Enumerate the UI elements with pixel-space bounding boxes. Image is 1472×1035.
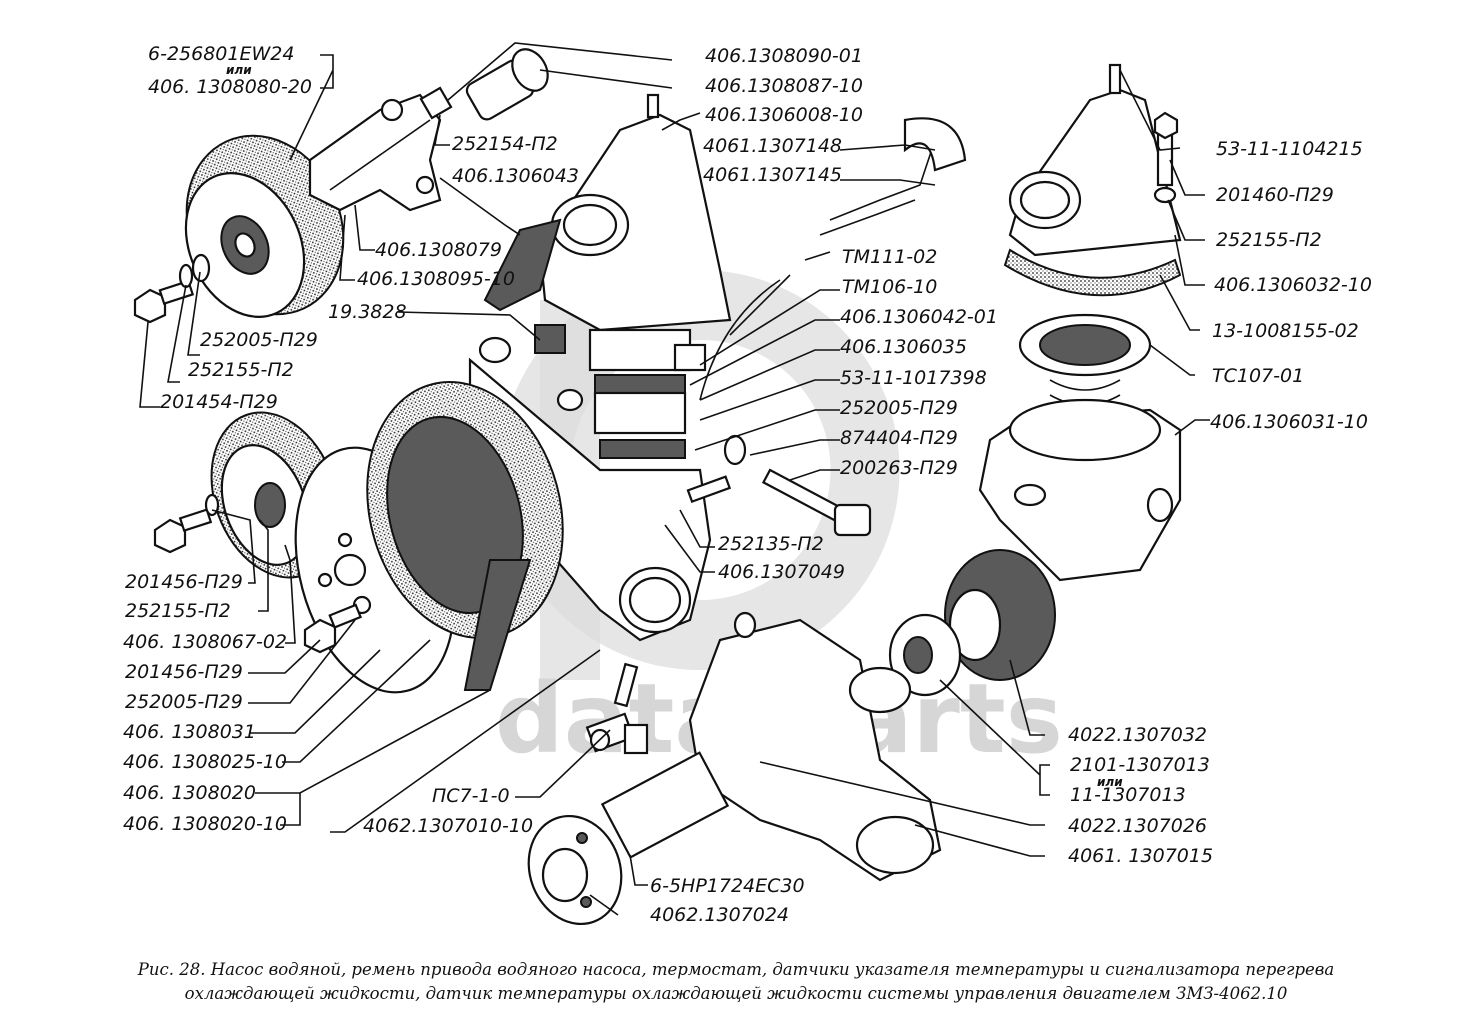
bolt-small-top [419,86,453,120]
part-label: 874404-П29 [840,427,958,449]
part-label: 406. 1308067-02 [123,631,287,653]
caption-line-1: Рис. 28. Насос водяной, ремень привода в… [137,960,1335,979]
part-label: 11-1307013 [1070,784,1186,806]
part-label: 19.3828 [328,301,407,323]
part-label: 406. 1308020-10 [123,813,287,835]
part-label: 4062.1307010-10 [363,815,533,837]
part-label: 406.1308095-10 [357,268,515,290]
part-label: 406. 1308020 [123,782,256,804]
tensioner-axle [465,48,549,121]
part-label: 406.1308090-01 [705,45,863,67]
or-label: или [1097,775,1123,789]
caption-line-2: охлаждающей жидкости, датчик температуры… [184,984,1288,1003]
part-label: 4022.1307026 [1068,815,1207,837]
part-label: 4061.1307145 [703,164,842,186]
bolt-201454 [133,253,211,324]
part-label: 201456-П29 [125,661,243,683]
part-label: 406.1308087-10 [705,75,863,97]
part-label: 4062.1307024 [650,904,789,926]
part-label: 406.1306008-10 [705,104,863,126]
part-label: 201460-П29 [1216,184,1334,206]
part-label: 252135-П2 [718,533,824,555]
part-label: 4022.1307032 [1068,724,1207,746]
part-label: 4061.1307148 [703,135,842,157]
part-label: 406. 1308025-10 [123,751,287,773]
part-label: 406.1306032-10 [1214,274,1372,296]
part-label: ПС7-1-0 [432,785,510,807]
part-label: 6-256801EW24 [148,43,294,65]
part-label: 406.1307049 [718,561,845,583]
part-label: 406.1306043 [452,165,579,187]
thermostat-housing-right [978,398,1182,582]
labels-center: 406.1308090-01 406.1308087-10 406.130600… [363,45,998,926]
leader-lines [139,42,1210,916]
seal-2101 [888,613,962,697]
part-label: 53-11-1017398 [840,367,987,389]
part-label: 6-5HP1724EC30 [650,875,805,897]
part-label: 406. 1308031 [123,721,256,743]
thermostat-cover-right [1003,63,1182,297]
part-label: 13-1008155-02 [1212,320,1359,342]
impeller [944,549,1056,681]
part-label: 252155-П2 [188,359,294,381]
thermostat-tc107 [1018,313,1152,421]
or-label: или [226,63,252,77]
part-label: 252155-П2 [1216,229,1322,251]
pump-housing-lower [688,611,942,882]
bypass-hose [699,117,967,401]
part-label: 4061. 1307015 [1068,845,1213,867]
part-label: 406.1306042-01 [840,306,998,328]
pump-shaft [527,751,730,926]
part-label: 406.1308079 [375,239,502,261]
figure-caption: Рис. 28. Насос водяной, ремень привода в… [0,958,1472,1006]
part-label: 252005-П29 [840,397,958,419]
bolt-201456-upper [153,493,220,554]
part-label: 406.1306035 [840,336,967,358]
part-label: ТМ111-02 [842,246,937,268]
bolt-201456-lower [303,603,363,654]
thermostat-housing-center [483,93,732,459]
part-label: 53-11-1104215 [1216,138,1363,160]
labels-left: 6-256801EW24 или 406. 1308080-20 252154-… [123,43,579,835]
stud-200263 [686,434,872,537]
part-label: 2101-1307013 [1070,754,1210,776]
tensioner-bracket [308,93,442,212]
part-label: ТС107-01 [1212,365,1304,387]
tensioner-pulley-top [184,134,345,318]
part-label: 406. 1308080-20 [148,76,312,98]
part-label: 252005-П29 [200,329,318,351]
part-label: 406.1306031-10 [1210,411,1368,433]
part-label: 201454-П29 [160,391,278,413]
part-label: 200263-П29 [840,457,958,479]
part-label: 252155-П2 [125,600,231,622]
part-label: 252154-П2 [452,133,558,155]
labels-right: 53-11-1104215 201460-П29 252155-П2 406.1… [1068,138,1372,867]
part-label: 252005-П29 [125,691,243,713]
part-label: ТМ106-10 [842,276,937,298]
part-label: 201456-П29 [125,571,243,593]
